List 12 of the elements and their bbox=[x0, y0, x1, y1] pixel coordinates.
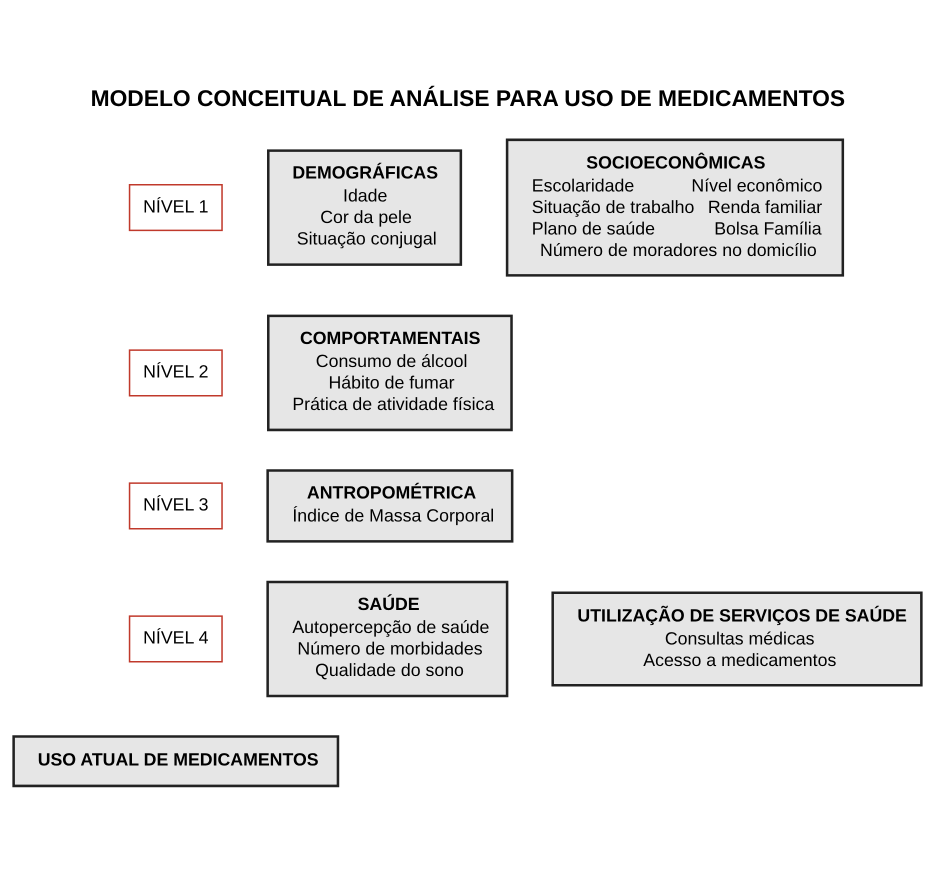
node-box: NÍVEL 1 bbox=[128, 184, 223, 232]
node-box: ANTROPOMÉTRICA Índice de Massa Corporal bbox=[266, 469, 514, 543]
node-box: SAÚDE Autopercepção de saúde Número de morbidades Qualidade do sono bbox=[266, 580, 508, 698]
node-box: SOCIOECONÔMICAS Escolaridade Nível econômico Situação de trabalho Renda familiar Plano de saúde Bolsa Família Número de moradores no domicílio bbox=[506, 138, 844, 277]
node-box: COMPORTAMENTAIS Consumo de álcool Hábito de fumar Prática de atividade física bbox=[267, 314, 513, 432]
node-box: NÍVEL 2 bbox=[128, 349, 223, 396]
node-box: USO ATUAL DE MEDICAMENTOS bbox=[12, 735, 340, 788]
diagram-title: MODELO CONCEITUAL DE ANÁLISE PARA USO DE MEDICAMENTOS bbox=[90, 85, 846, 112]
node-box: UTILIZAÇÃO DE SERVIÇOS DE SAÚDE Consultas médicas Acesso a medicamentos bbox=[551, 591, 923, 686]
node-box: NÍVEL 3 bbox=[128, 482, 223, 530]
node-box: DEMOGRÁFICAS Idade Cor da pele Situação conjugal bbox=[267, 149, 462, 266]
node-box: NÍVEL 4 bbox=[128, 615, 223, 663]
